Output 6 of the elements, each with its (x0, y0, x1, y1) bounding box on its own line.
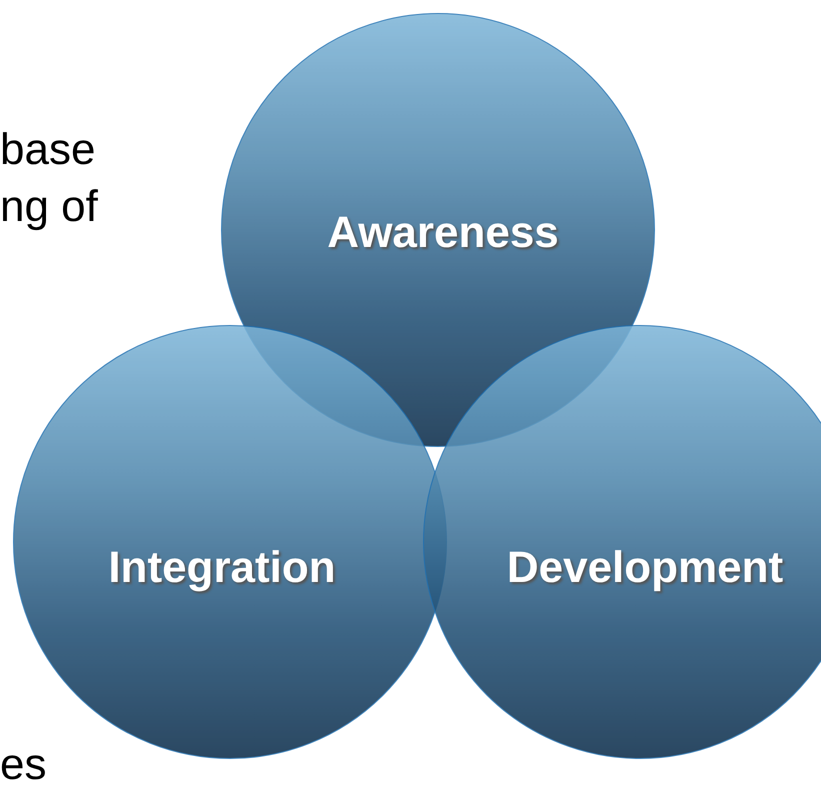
circle-label: Integration (108, 543, 336, 593)
text-fragment: ng of (0, 182, 98, 232)
circle-label: Awareness (327, 208, 559, 258)
text-fragment: es (0, 740, 46, 790)
text-fragment: base (0, 125, 96, 175)
circle-label: Development (506, 543, 784, 593)
